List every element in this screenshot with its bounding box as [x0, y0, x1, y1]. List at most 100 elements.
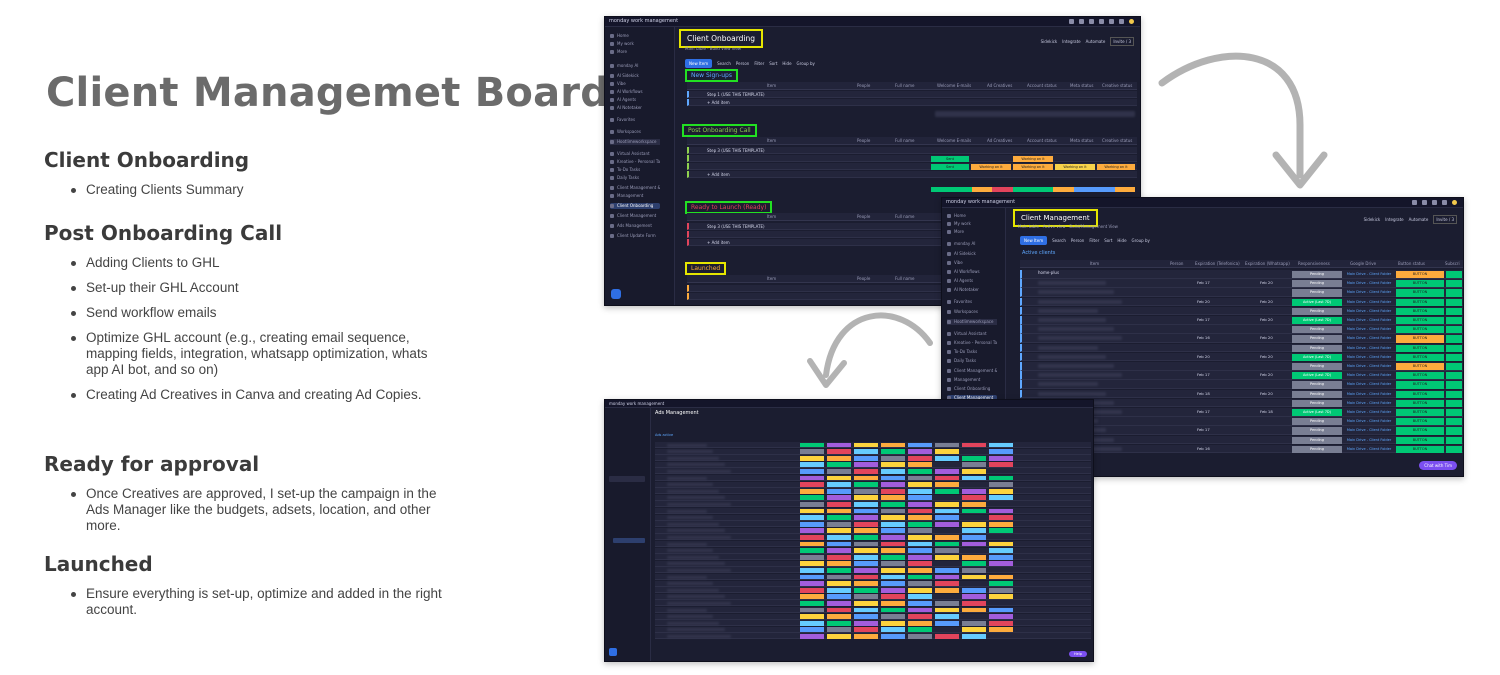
button-status-cell[interactable]: BUTTON: [1396, 418, 1444, 426]
google-drive-link[interactable]: Main Drive - Client Folder: [1346, 308, 1392, 313]
table-row[interactable]: [1020, 380, 1463, 390]
status-cell[interactable]: [989, 488, 1013, 494]
google-drive-link[interactable]: Main Drive - Client Folder: [1346, 272, 1392, 276]
status-cell[interactable]: [827, 495, 851, 501]
add-item-row[interactable]: + Add item: [687, 239, 1137, 246]
column-header[interactable]: Ad Creatives: [987, 83, 1013, 88]
column-header[interactable]: Item: [767, 83, 777, 88]
add-item-row[interactable]: + Add item: [687, 99, 1137, 106]
status-cell[interactable]: [827, 568, 851, 573]
status-cell[interactable]: [827, 620, 851, 626]
expiration-date[interactable]: Feb 18: [1197, 390, 1210, 396]
board-tabs[interactable]: Main table · Build View view: [685, 46, 742, 51]
subscription-cell[interactable]: [1446, 307, 1462, 315]
subscription-cell[interactable]: [1446, 399, 1462, 407]
status-cell[interactable]: [935, 548, 959, 553]
button-status-cell[interactable]: BUTTON: [1396, 317, 1444, 325]
table-row[interactable]: Step 3 (USE THIS TEMPLATE): [687, 147, 1137, 154]
sidebar-item-favorites[interactable]: Favorites: [947, 299, 997, 305]
sidebar-item-ai-sidekick[interactable]: AI Sidekick: [610, 73, 660, 79]
sidekick-button[interactable]: Sidekick: [1040, 39, 1058, 44]
status-cell[interactable]: [881, 541, 905, 547]
expiration-date[interactable]: Feb 20: [1260, 280, 1273, 286]
status-cell[interactable]: [935, 508, 959, 514]
status-cell[interactable]: [935, 601, 959, 606]
column-header[interactable]: People: [857, 83, 871, 88]
status-cell[interactable]: [800, 449, 824, 454]
status-cell[interactable]: [854, 541, 878, 547]
status-cell[interactable]: [881, 594, 905, 600]
column-header[interactable]: Expiration (Telefonica): [1195, 261, 1240, 266]
status-cell[interactable]: [854, 568, 878, 573]
inbox-icon[interactable]: [1422, 200, 1427, 205]
expiration-date[interactable]: Feb 20: [1260, 372, 1273, 378]
inbox-icon[interactable]: [1079, 19, 1084, 24]
status-cell[interactable]: [800, 528, 824, 534]
column-header[interactable]: Creative status: [1102, 138, 1133, 143]
subscription-cell[interactable]: [1446, 289, 1462, 297]
status-cell[interactable]: [881, 548, 905, 553]
group-label-post-onboarding-call[interactable]: Post Onboarding Call: [682, 124, 757, 137]
status-cell[interactable]: [962, 462, 986, 468]
status-cell[interactable]: [908, 634, 932, 639]
status-cell[interactable]: [881, 462, 905, 468]
expiration-date[interactable]: Feb 20: [1260, 335, 1273, 341]
subscription-cell[interactable]: [1446, 344, 1462, 352]
status-cell[interactable]: [827, 581, 851, 586]
status-cell[interactable]: [827, 627, 851, 633]
status-cell[interactable]: [800, 620, 824, 626]
status-cell[interactable]: [827, 462, 851, 468]
button-status-cell[interactable]: BUTTON: [1396, 363, 1444, 371]
status-cell[interactable]: [989, 521, 1013, 527]
status-cell[interactable]: [989, 620, 1013, 626]
status-cell[interactable]: [962, 554, 986, 560]
sidebar-item-virtual-assistant[interactable]: Virtual Assistant: [947, 331, 997, 337]
google-drive-link[interactable]: Main Drive - Client Folder: [1346, 281, 1392, 286]
google-drive-link[interactable]: Main Drive - Client Folder: [1346, 290, 1392, 295]
sidebar-item-monday-ai[interactable]: monday AI: [610, 63, 660, 69]
table-row[interactable]: [1020, 362, 1463, 371]
status-cell[interactable]: [908, 521, 932, 527]
status-cell[interactable]: [908, 554, 932, 560]
responsiveness-cell[interactable]: Active (Last 7D): [1292, 298, 1342, 306]
column-header[interactable]: Creative status: [1102, 83, 1133, 88]
column-header[interactable]: Meta status: [1070, 138, 1094, 143]
sidebar-item-home[interactable]: Home: [610, 33, 660, 39]
responsiveness-cell[interactable]: Active (Last 7D): [1292, 409, 1342, 417]
invite-button[interactable]: Invite / 3: [1433, 215, 1457, 224]
responsiveness-cell[interactable]: Pending: [1292, 427, 1342, 435]
add-item-link[interactable]: + Add item: [707, 100, 730, 105]
status-cell[interactable]: [962, 521, 986, 527]
status-cell[interactable]: [962, 488, 986, 494]
status-cell[interactable]: [800, 469, 824, 474]
column-header[interactable]: Full name: [895, 83, 915, 88]
status-cell[interactable]: [989, 508, 1013, 514]
table-row[interactable]: Step 3 (USE THIS TEMPLATE): [687, 223, 1137, 230]
status-cell[interactable]: [881, 442, 905, 448]
status-cell[interactable]: [935, 620, 959, 626]
sidebar-item-management[interactable]: Management: [947, 377, 997, 383]
google-drive-link[interactable]: Main Drive - Client Folder: [1346, 410, 1392, 414]
status-cell[interactable]: [854, 449, 878, 454]
status-cell[interactable]: [800, 548, 824, 553]
column-header[interactable]: Welcome E-mails: [937, 138, 972, 143]
status-cell[interactable]: [962, 561, 986, 567]
table-row[interactable]: [687, 155, 1137, 162]
status-cell[interactable]: [881, 535, 905, 540]
status-cell[interactable]: [935, 535, 959, 540]
status-cell[interactable]: [827, 535, 851, 540]
table-row[interactable]: [1020, 297, 1463, 307]
status-cell[interactable]: [800, 587, 824, 593]
sidebar-item-ai-agents[interactable]: AI Agents: [610, 97, 660, 103]
button-status-cell[interactable]: BUTTON: [1396, 307, 1444, 315]
responsiveness-cell[interactable]: Pending: [1292, 363, 1342, 371]
expiration-date[interactable]: Feb 17: [1197, 280, 1210, 286]
expiration-date[interactable]: Feb 17: [1197, 317, 1210, 322]
status-cell[interactable]: [962, 508, 986, 514]
button-status-cell[interactable]: BUTTON: [1396, 298, 1444, 306]
sidebar-item-ai-workflows[interactable]: AI Workflows: [610, 89, 660, 95]
workspace-selector[interactable]: Hootlimeworkspace: [947, 319, 997, 325]
button-status-cell[interactable]: BUTTON: [1396, 335, 1444, 343]
status-cell[interactable]: [854, 462, 878, 468]
status-cell[interactable]: [854, 482, 878, 487]
